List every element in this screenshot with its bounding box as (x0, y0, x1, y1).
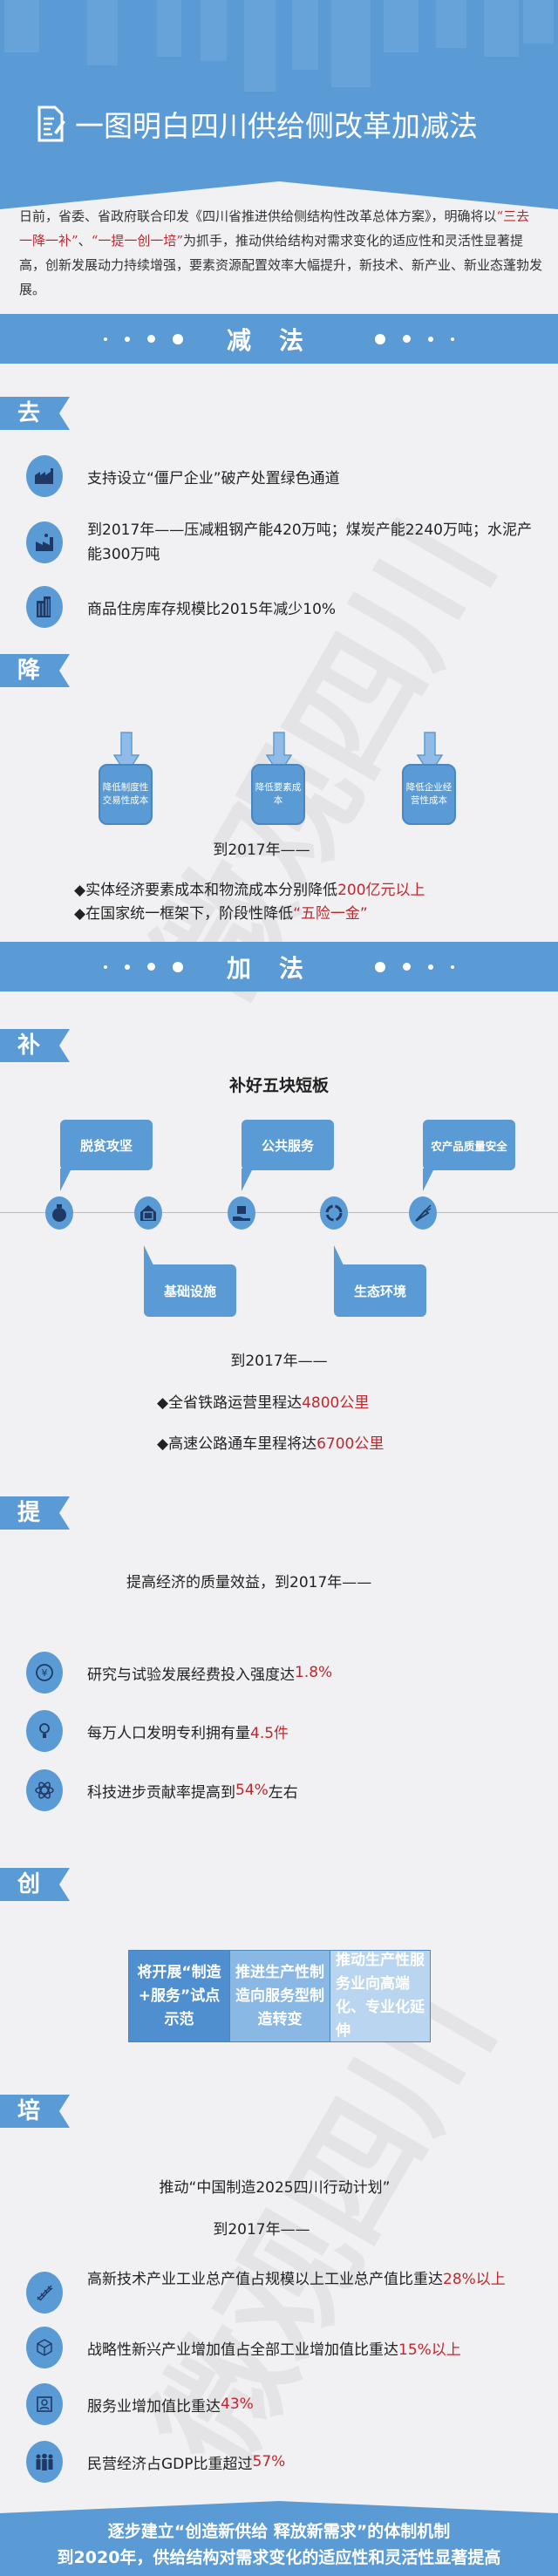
footer-banner: 逐步建立“创造新供给 释放新需求”的体制机制 到2020年，供给结构对需求变化的… (0, 2501, 558, 2576)
section-tag-bu: 补 (0, 1029, 70, 1062)
section-tag-chuang: 创 (0, 1868, 70, 1901)
footer-line: 到2020年，供给结构对需求变化的适应性和灵活性显著提高 (57, 2548, 501, 2567)
intro-paragraph: 日前，省委、省政府联合印发《四川省推进供给侧结构性改革总体方案》，明确将以“三去… (19, 208, 543, 297)
table-cell: 将开展“制造+服务”试点示范 (129, 1951, 229, 2041)
footer-line: 逐步建立“创造新供给 释放新需求”的体制机制 (107, 2522, 451, 2541)
section-tag-pei: 培 (0, 2095, 70, 2128)
people-icon (26, 2441, 63, 2483)
dna-icon (26, 2272, 63, 2314)
reduce-bullets: ◆实体经济要素成本和物流成本分别降低200亿元以上 ◆在国家统一框架下，阶段性降… (74, 879, 425, 926)
subtract-banner: 减法 (0, 314, 558, 364)
cube-icon (26, 2327, 63, 2368)
page-title: 一图明白四川供给侧改革加减法 (37, 103, 478, 145)
bullet-item: ◆在国家统一框架下，阶段性降低“五险一金” (74, 905, 368, 923)
lightbulb-icon (26, 1710, 63, 1752)
reduce-box: 降低要素成本 (251, 764, 305, 825)
section-tag-ti: 提 (0, 1496, 70, 1530)
factory-smoke-icon (26, 521, 63, 563)
bullet-item: ◆全省铁路运营里程达4800公里 (157, 1394, 370, 1412)
bullet-item: ◆高速公路通车里程将达6700公里 (157, 1435, 384, 1453)
list-item: 商品住房库存规模比2015年减少10% (26, 586, 336, 628)
service-hand-icon (228, 1196, 255, 1230)
yuan-icon: ¥ (26, 1652, 63, 1693)
list-item: 到2017年——压减粗钢产能420万吨；煤炭产能2240万吨；水泥产能300万吨 (26, 521, 541, 567)
add-banner-title: 加法 (226, 953, 331, 983)
svg-text:¥: ¥ (42, 1667, 48, 1679)
house-icon (134, 1196, 162, 1230)
document-edit-icon (37, 106, 65, 142)
add-banner: 加法 (0, 942, 558, 992)
by-2017-label: 到2017年—— (213, 2221, 310, 2239)
table-cell: 推进生产性制造向服务型制造转变 (229, 1951, 330, 2041)
by-2017-label: 到2017年—— (213, 842, 310, 859)
carrot-icon (409, 1196, 437, 1230)
factory-icon (26, 455, 63, 497)
atom-icon (26, 1769, 63, 1811)
section-tag-jiang: 降 (0, 654, 70, 687)
dots-decoration (103, 333, 183, 344)
bu-title: 补好五块短板 (228, 1076, 329, 1095)
pei-intro: 推动“中国制造2025四川行动计划” (159, 2179, 391, 2197)
recycle-icon (320, 1196, 348, 1230)
timeline-line (0, 1212, 558, 1213)
callout-ecology: 生态环境 (334, 1264, 426, 1317)
innovation-table: 将开展“制造+服务”试点示范 推进生产性制造向服务型制造转变 推动生产性服务业向… (128, 1950, 431, 2042)
skyline-decoration (4, 0, 554, 92)
callout-tails (60, 1169, 434, 1269)
ti-intro: 提高经济的质量效益，到2017年—— (126, 1574, 372, 1591)
callout-poverty: 脱贫攻坚 (60, 1120, 153, 1170)
building-icon (26, 586, 63, 628)
callout-infrastructure: 基础设施 (144, 1264, 236, 1317)
person-icon (26, 2383, 63, 2425)
header-banner: 一图明白四川供给侧改革加减法 (0, 0, 558, 209)
dots-decoration (375, 961, 454, 972)
subtract-banner-title: 减法 (226, 325, 331, 355)
section-tag-qu: 去 (0, 397, 70, 430)
money-bag-icon (45, 1196, 73, 1230)
table-cell: 推动生产性服务业向高端化、专业化延伸 (330, 1951, 430, 2041)
by-2017-label: 到2017年—— (230, 1353, 328, 1370)
callout-public-service: 公共服务 (242, 1120, 334, 1170)
dots-decoration (375, 333, 454, 344)
dots-decoration (103, 961, 183, 972)
list-item: 高新技术产业工业总产值占规模以上工业总产值比重达28%以上 (26, 2271, 514, 2314)
bullet-item: ◆实体经济要素成本和物流成本分别降低200亿元以上 (74, 882, 425, 899)
list-item: 支持设立“僵尸企业”破产处置绿色通道 (26, 455, 340, 497)
reduce-box: 降低企业经营性成本 (402, 764, 456, 825)
callout-agri-safety: 农产品质量安全 (423, 1120, 515, 1170)
reduce-box: 降低制度性交易性成本 (99, 764, 153, 825)
